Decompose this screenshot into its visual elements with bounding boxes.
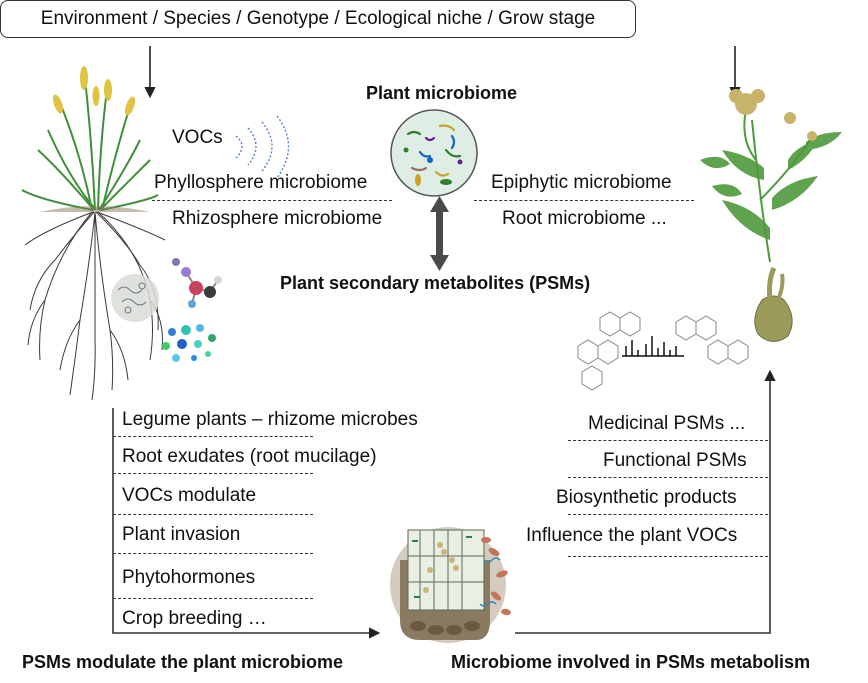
wheat-plant-icon [21,66,166,401]
rhizosphere-label: Rhizosphere microbiome [172,208,383,229]
right-item-biosynthetic: Biosynthetic products [556,487,737,508]
factors-box: Environment / Species / Genotype / Ecolo… [0,0,636,38]
voc-waves-icon [235,115,290,179]
molecule-icon [172,258,222,308]
left-divider-2 [113,473,313,474]
left-flow-line [112,408,381,639]
chemical-structures-icon [577,311,749,391]
double-arrow-icon [430,196,449,271]
root-microbiome-label: Root microbiome ... [502,208,667,229]
right-divider-3 [568,514,768,515]
factors-text: Environment / Species / Genotype / Ecolo… [40,8,596,29]
left-item-plant-invasion: Plant invasion [122,524,241,545]
epiphytic-divider [474,200,694,201]
psms-title: Plant secondary metabolites (PSMs) [280,273,591,293]
right-item-influence-vocs: Influence the plant VOCs [526,525,738,546]
left-caption: PSMs modulate the plant microbiome [22,652,344,672]
right-divider-4 [568,556,768,557]
epiphytic-label: Epiphytic microbiome [491,172,672,193]
right-caption: Microbiome involved in PSMs metabolism [451,652,811,672]
herb-plant-icon [700,89,842,342]
left-item-legume: Legume plants – rhizome microbes [122,409,418,430]
left-item-phytohormones: Phytohormones [122,567,256,588]
microbiome-circle-icon [390,109,478,197]
metabolite-particles-icon [162,324,216,362]
left-item-crop-breeding: Crop breeding … [122,608,267,629]
phyllosphere-divider [152,200,392,201]
right-divider-1 [568,440,768,441]
left-item-root-exudates: Root exudates (root mucilage) [122,446,377,467]
root-cell-microbe-icon [390,527,511,643]
left-divider-1 [113,436,313,437]
vocs-label: VOCs [172,127,223,148]
right-item-functional: Functional PSMs [603,450,747,471]
right-item-medicinal: Medicinal PSMs ... [588,413,746,434]
left-divider-3 [113,514,313,515]
plant-microbiome-title: Plant microbiome [366,83,518,103]
left-divider-4 [113,553,313,554]
left-item-vocs-modulate: VOCs modulate [122,485,257,506]
right-flow-line [515,369,776,634]
left-divider-5 [113,598,313,599]
spectra-icon [622,336,684,357]
phyllosphere-label: Phyllosphere microbiome [154,172,368,193]
right-divider-2 [568,477,768,478]
